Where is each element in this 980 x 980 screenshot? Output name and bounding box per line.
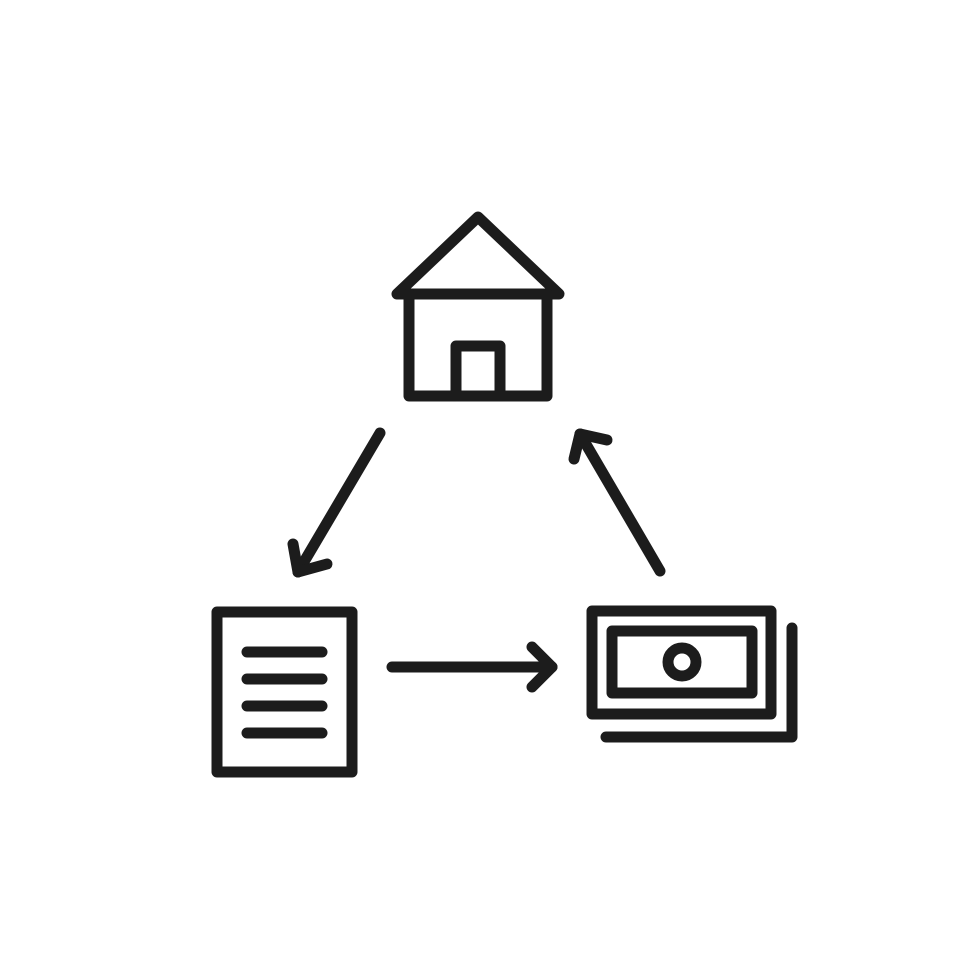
- arrow-house-to-document: [287, 427, 386, 578]
- banknotes-icon: [586, 605, 798, 743]
- house-icon: [391, 211, 565, 402]
- arrow-document-to-money: [386, 641, 558, 693]
- arrow-money-to-house: [568, 428, 666, 577]
- document-icon: [211, 606, 358, 778]
